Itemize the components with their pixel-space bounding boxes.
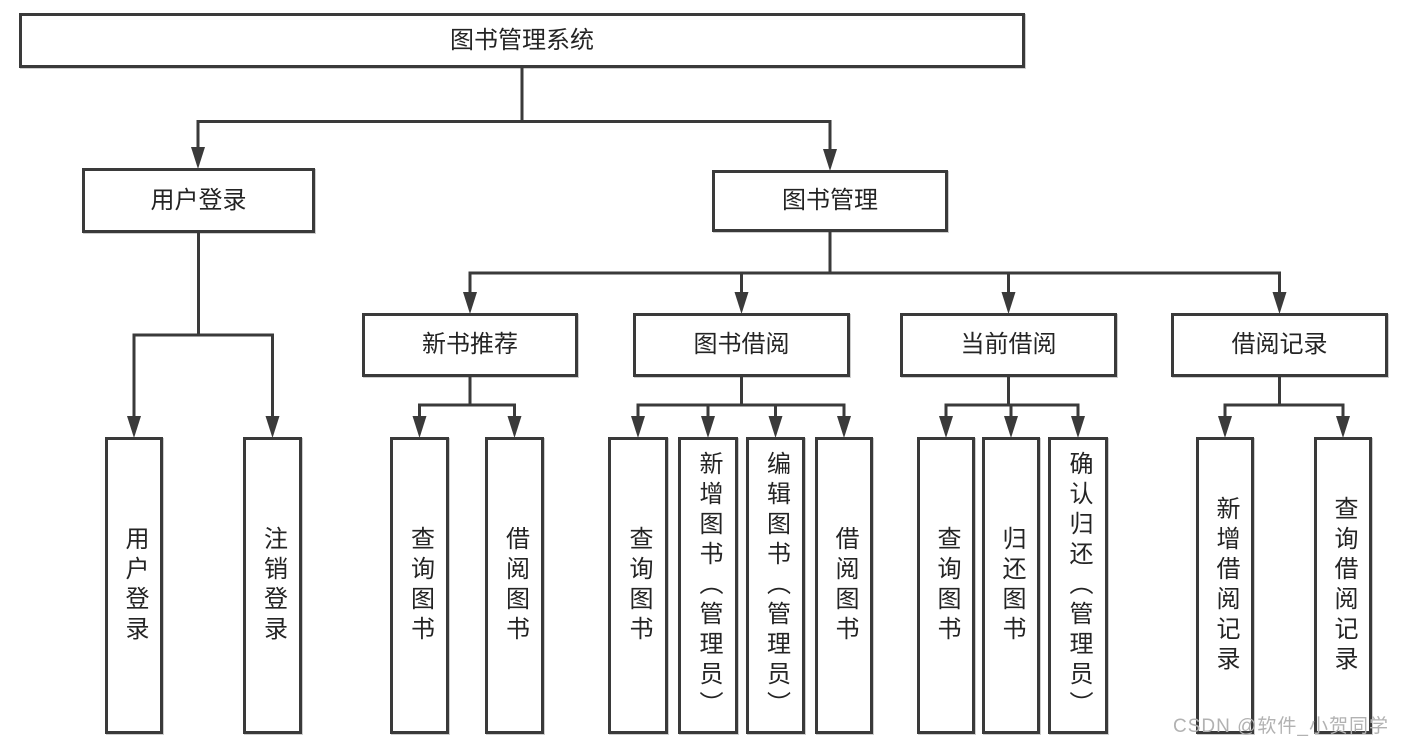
leaf-query-books-current: 查询图书 [917, 437, 975, 734]
leaf-return-books: 归还图书 [982, 437, 1040, 734]
node-user-login: 用户登录 [82, 168, 315, 233]
leaf-user-login: 用户登录 [105, 437, 163, 734]
leaf-query-books-borrowing: 查询图书 [608, 437, 668, 734]
leaf-logout: 注销登录 [243, 437, 302, 734]
leaf-query-borrow-record: 查询借阅记录 [1314, 437, 1372, 734]
node-library-management-system: 图书管理系统 [19, 13, 1025, 68]
node-book-management: 图书管理 [712, 170, 948, 232]
node-new-book-recommendation: 新书推荐 [362, 313, 578, 377]
leaf-add-borrow-record: 新增借阅记录 [1196, 437, 1254, 734]
leaf-add-books-admin: 新增图书（管理员） [678, 437, 738, 734]
leaf-borrow-books-recommend: 借阅图书 [485, 437, 544, 734]
leaf-borrow-books: 借阅图书 [815, 437, 873, 734]
leaf-edit-books-admin: 编辑图书（管理员） [746, 437, 805, 734]
node-book-borrowing: 图书借阅 [633, 313, 850, 377]
node-current-borrowing: 当前借阅 [900, 313, 1117, 377]
csdn-watermark: CSDN @软件_小贺同学 [1173, 716, 1389, 737]
leaf-query-books-recommend: 查询图书 [390, 437, 449, 734]
leaf-confirm-return-admin: 确认归还（管理员） [1048, 437, 1108, 734]
node-borrowing-records: 借阅记录 [1171, 313, 1388, 377]
